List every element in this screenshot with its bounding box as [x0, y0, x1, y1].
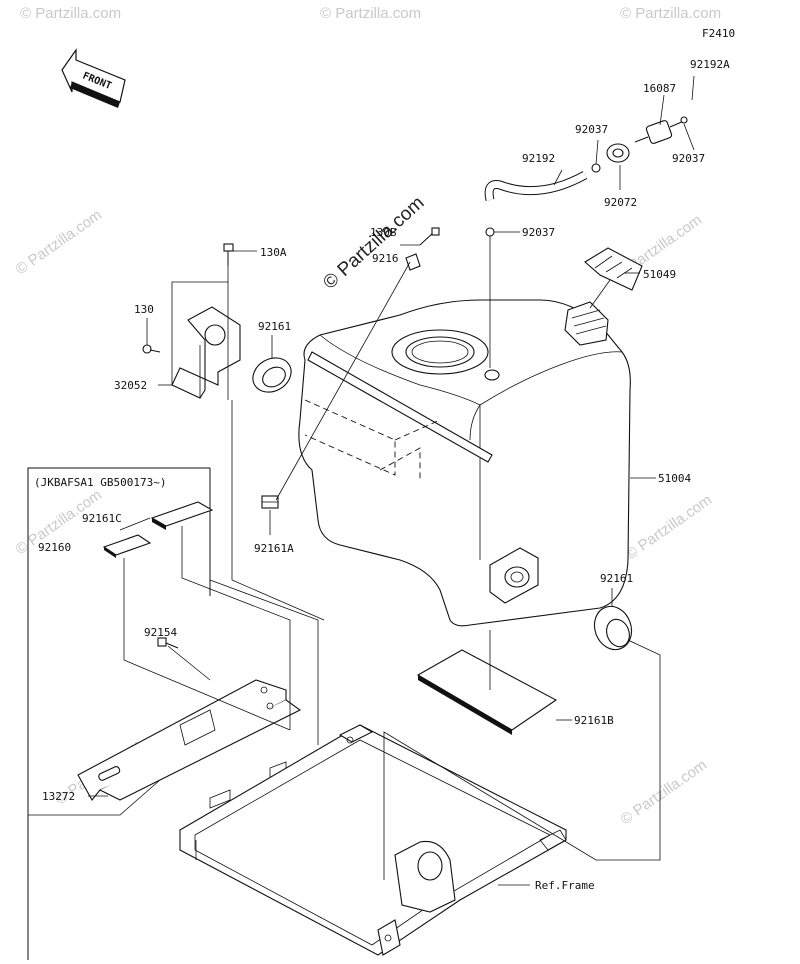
variant-box: (JKBAFSA1 GB500173~) — [27, 467, 211, 960]
callout-92161b: 92161B — [574, 714, 614, 727]
guard-13272 — [77, 679, 302, 809]
watermark: © Partzilla.com — [20, 5, 121, 22]
callout-32052: 32052 — [114, 379, 147, 392]
figure-code: F2410 — [702, 27, 735, 40]
hose-92192 — [484, 171, 588, 237]
hose-92192a — [688, 70, 775, 116]
callout-92161: 9216 — [372, 252, 399, 265]
fuel-tank-51004 — [298, 299, 631, 627]
watermark: © Partzilla.com — [620, 5, 721, 22]
grommet-92161 — [252, 357, 292, 393]
callout-92161c: 92161C — [82, 512, 122, 525]
bolt-130b — [419, 227, 440, 246]
pad-92161c — [150, 501, 214, 530]
callout-51004: 51004 — [658, 472, 691, 485]
pad-92160 — [102, 534, 152, 558]
callout-13272: 13272 — [42, 790, 75, 803]
callout-130a: 130A — [260, 246, 287, 259]
watermark: © Partzilla.com — [623, 491, 716, 563]
callout-ref-frame: Ref.Frame — [535, 879, 595, 892]
bolt-92154 — [157, 637, 179, 649]
callout-92072: 92072 — [604, 196, 637, 209]
callout-92154: 92154 — [144, 626, 177, 639]
callout-92161: 92161 — [258, 320, 291, 333]
variant-note: (JKBAFSA1 GB500173~) — [34, 476, 166, 489]
callout-92037: 92037 — [575, 123, 608, 136]
clip-92161a — [261, 495, 279, 509]
joint-92072 — [591, 143, 630, 173]
callout-92161a: 92161A — [254, 542, 294, 555]
frame-ref — [179, 724, 567, 956]
cap-51049 — [584, 247, 643, 291]
callout-92192a: 92192A — [690, 58, 730, 71]
callout-92161: 92161 — [600, 572, 633, 585]
callout-92160: 92160 — [38, 541, 71, 554]
callout-labels: 92192A 16087 92037 92037 92192 92072 920… — [38, 58, 730, 892]
grommet-92161-right — [593, 605, 633, 651]
leader-lines — [28, 75, 695, 886]
callout-130: 130 — [134, 303, 154, 316]
pad-92161b — [416, 649, 558, 735]
bracket-32052 — [171, 306, 241, 399]
center-watermark: © Partzilla.com — [319, 192, 428, 293]
watermark: © Partzilla.com — [320, 5, 421, 22]
callout-92037: 92037 — [672, 152, 705, 165]
clip-92161 — [405, 253, 421, 271]
front-arrow-icon: FRONT — [61, 48, 126, 108]
watermark: © Partzilla.com — [13, 206, 106, 278]
callout-51049: 51049 — [643, 268, 676, 281]
callout-16087: 16087 — [643, 82, 676, 95]
callout-92037: 92037 — [522, 226, 555, 239]
callout-92192: 92192 — [522, 152, 555, 165]
bolt-130a — [223, 243, 234, 266]
filter-16087 — [634, 116, 688, 144]
watermark: © Partzilla.com — [618, 756, 711, 828]
callout-130b: 130B — [370, 226, 397, 239]
bolt-130 — [142, 344, 161, 354]
